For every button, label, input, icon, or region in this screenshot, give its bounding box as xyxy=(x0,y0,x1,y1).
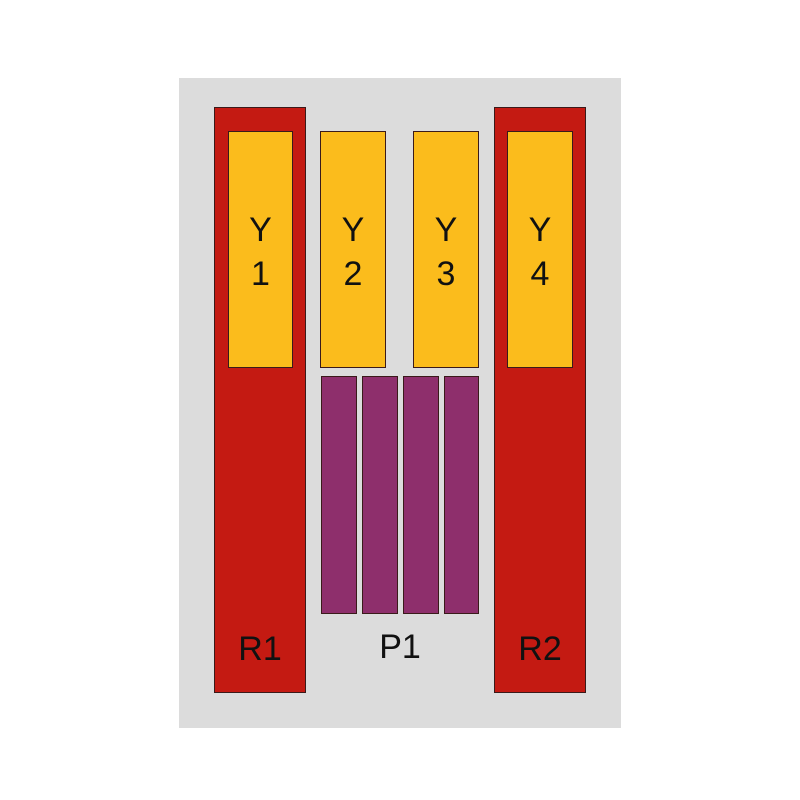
yellow-block-number: 1 xyxy=(251,255,270,293)
yellow-block-y2: Y 2 xyxy=(320,131,386,368)
yellow-block-letter: Y xyxy=(249,211,272,249)
red-block-r2-label: R2 xyxy=(518,630,562,668)
yellow-block-y1: Y 1 xyxy=(228,131,293,368)
purple-bar-1 xyxy=(321,376,357,614)
yellow-block-letter: Y xyxy=(434,211,458,249)
yellow-block-number: 4 xyxy=(530,255,550,293)
yellow-block-y3: Y 3 xyxy=(413,131,479,368)
yellow-block-number: 2 xyxy=(343,255,363,293)
yellow-block-y4: Y 4 xyxy=(507,131,573,368)
red-block-r1-label: R1 xyxy=(238,630,282,668)
purple-bar-3 xyxy=(403,376,439,614)
yellow-block-number: 3 xyxy=(436,255,456,293)
yellow-block-letter: Y xyxy=(528,211,552,249)
purple-bar-4 xyxy=(444,376,479,614)
purple-group-label: P1 xyxy=(379,628,421,666)
yellow-block-letter: Y xyxy=(341,211,365,249)
purple-bar-2 xyxy=(362,376,398,614)
